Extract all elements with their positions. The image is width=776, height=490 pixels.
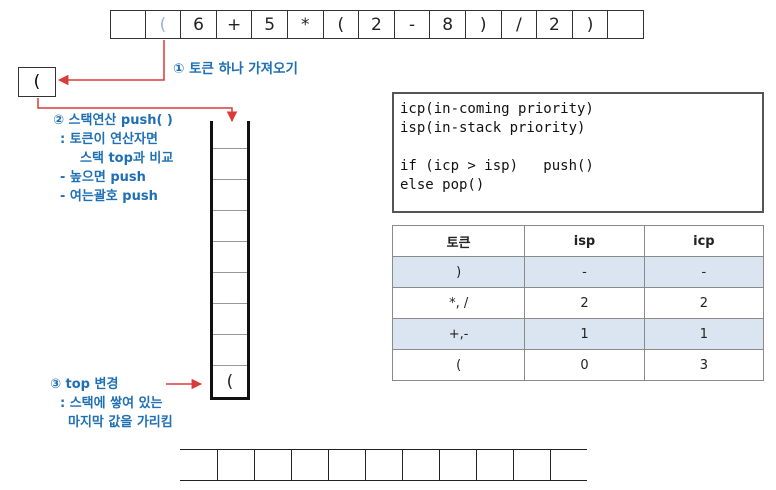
fetch-arrow (57, 40, 165, 86)
table-row: +,- 1 1 (391, 318, 765, 350)
output-divider (550, 450, 551, 480)
stack-slot (213, 272, 247, 303)
stack-slot (213, 210, 247, 241)
table-cell: 2 (643, 287, 765, 319)
step2-line: - 높으면 push (60, 170, 146, 185)
code-line: icp(in-coming priority) (400, 101, 594, 117)
stack-slot (213, 334, 247, 365)
postfix-output-row (180, 449, 587, 481)
step2-line: 스택 top과 비교 (80, 151, 174, 166)
table-row: ( 0 3 (391, 349, 765, 381)
token-cell: - (394, 10, 431, 39)
token-cell: ( (323, 10, 360, 39)
output-divider (402, 450, 403, 480)
table-header-row: 토큰 isp icp (391, 225, 765, 257)
output-divider (365, 450, 366, 480)
code-line: if (icp > isp) push() (400, 158, 594, 174)
output-divider (291, 450, 292, 480)
step1-label: ① 토큰 하나 가져오기 (173, 61, 298, 77)
table-cell: 0 (524, 349, 645, 381)
token-cell: ) (465, 10, 502, 39)
table-cell: ) (391, 256, 526, 288)
priority-table: 토큰 isp icp ) - - *, / 2 2 +,- 1 1 ( 0 3 (391, 225, 765, 381)
code-line: isp(in-stack priority) (400, 120, 586, 136)
table-header: isp (524, 225, 645, 257)
table-cell: - (643, 256, 765, 288)
table-row: *, / 2 2 (391, 287, 765, 319)
token-cell: + (216, 10, 253, 39)
step3-line: 마지막 값을 가리킴 (68, 415, 173, 430)
table-cell: 3 (643, 349, 765, 381)
stack-slot (213, 179, 247, 210)
table-cell: 1 (524, 318, 645, 350)
table-header: 토큰 (391, 225, 526, 257)
output-divider (476, 450, 477, 480)
step2-line: : 토큰이 연산자면 (60, 132, 158, 147)
token-cell-current: ( (145, 10, 182, 39)
token-input-row: ( 6 + 5 * ( 2 - 8 ) / 2 ) (110, 10, 644, 39)
table-row: ) - - (391, 256, 765, 288)
token-cell: / (501, 10, 538, 39)
token-cell: * (287, 10, 324, 39)
stack-slot (213, 241, 247, 272)
token-cell: 2 (359, 10, 395, 39)
token-cell (110, 10, 146, 39)
operator-stack: ( (210, 121, 250, 400)
step3-title: ③ top 변경 (50, 377, 119, 392)
current-token-box: ( (18, 67, 56, 97)
push-arrow (37, 98, 238, 123)
table-cell: +,- (391, 318, 526, 350)
output-divider (328, 450, 329, 480)
step3-line: : 스택에 쌓여 있는 (60, 396, 163, 411)
table-cell: *, / (391, 287, 526, 319)
token-cell: 8 (430, 10, 466, 39)
step2-title: ② 스택연산 push( ) (53, 113, 173, 128)
stack-slot (213, 303, 247, 334)
output-divider (217, 450, 218, 480)
stack-slot (213, 148, 247, 179)
token-cell (608, 10, 644, 39)
table-header: icp (643, 225, 765, 257)
output-divider (439, 450, 440, 480)
table-cell: ( (391, 349, 526, 381)
table-cell: - (524, 256, 645, 288)
table-cell: 2 (524, 287, 645, 319)
priority-code-box: icp(in-coming priority) isp(in-stack prio… (392, 92, 764, 213)
token-cell: 6 (181, 10, 217, 39)
step2-line: - 여는괄호 push (60, 189, 158, 204)
output-divider (513, 450, 514, 480)
table-cell: 1 (643, 318, 765, 350)
token-cell: 5 (252, 10, 288, 39)
token-cell: 2 (537, 10, 573, 39)
output-divider (254, 450, 255, 480)
code-line-blank (400, 138, 756, 157)
stack-top-slot: ( (213, 365, 247, 397)
token-cell: ) (572, 10, 609, 39)
code-line: else pop() (400, 177, 485, 193)
